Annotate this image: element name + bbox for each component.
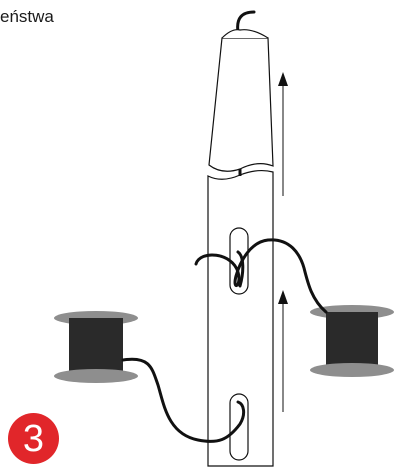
arrow-up-icon <box>278 290 288 412</box>
wire-upper-loop <box>194 238 328 314</box>
wire-left-spool <box>121 357 246 443</box>
arrow-up-icon <box>278 72 288 196</box>
step-number-badge: 3 <box>8 413 59 464</box>
spool-right <box>310 305 394 377</box>
wire-slot-curl <box>236 250 245 288</box>
spool-left <box>54 311 138 383</box>
tool-tip <box>221 29 269 39</box>
caption-text: eństwa <box>0 7 54 26</box>
tool-upper-section <box>208 37 274 172</box>
wire-top <box>236 10 256 34</box>
